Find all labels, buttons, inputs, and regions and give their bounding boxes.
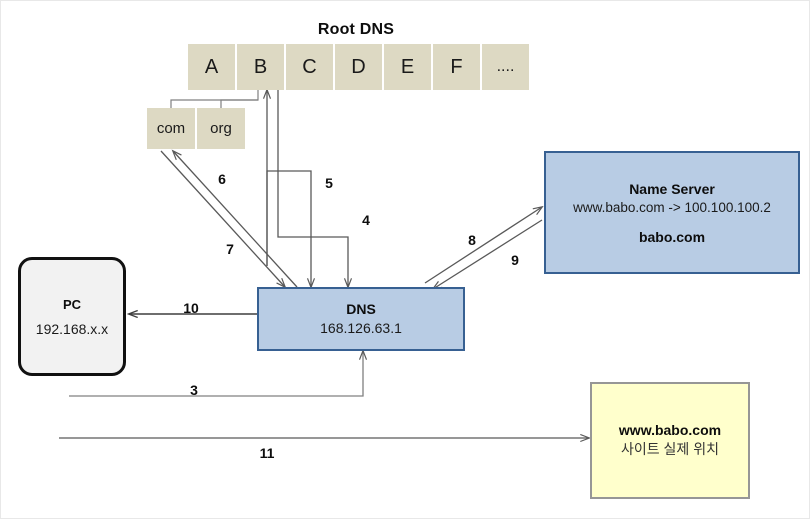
tld-cell-label: com [156, 120, 186, 137]
name-server-box[interactable]: Name Server www.babo.com -> 100.100.100.… [544, 151, 800, 274]
edge-label-4: 4 [362, 212, 370, 228]
edge-6 [173, 151, 298, 288]
edge-3 [69, 351, 363, 397]
edge-label-6: 6 [218, 171, 226, 187]
site-caption: 사이트 실제 위치 [621, 441, 719, 457]
dns-title: DNS [346, 301, 376, 318]
edge-5 [266, 170, 311, 287]
edge-label-9: 9 [511, 252, 519, 268]
root-cell-label: E [400, 55, 415, 78]
name-server-mapping: www.babo.com -> 100.100.100.2 [573, 199, 771, 215]
root-cell-label: A [204, 55, 219, 78]
pc-title: PC [62, 296, 82, 312]
edge-label-10: 10 [183, 300, 199, 316]
edge-8 [424, 207, 542, 284]
tld-cell-com[interactable]: com [147, 108, 195, 149]
site-domain: www.babo.com [618, 422, 722, 438]
name-server-title: Name Server [629, 180, 715, 197]
root-cell-label: .... [496, 58, 515, 75]
root-cell-b[interactable]: B [237, 44, 284, 90]
pc-ip: 192.168.x.x [35, 320, 109, 337]
dns-ip: 168.126.63.1 [320, 319, 402, 336]
root-cell-f[interactable]: F [433, 44, 480, 90]
edge-7 [160, 150, 285, 287]
edge-label-8: 8 [468, 232, 476, 248]
edge-label-11: 11 [259, 445, 275, 461]
edge-9 [433, 219, 543, 289]
edge-4 [277, 90, 348, 287]
dns-box[interactable]: DNS 168.126.63.1 [257, 287, 465, 351]
root-cell-c[interactable]: C [286, 44, 333, 90]
edge-label-5: 5 [325, 175, 333, 191]
root-dns-title: Root DNS [317, 21, 395, 38]
root-cell-e[interactable]: E [384, 44, 431, 90]
name-server-domain: babo.com [638, 228, 706, 245]
site-box[interactable]: www.babo.com 사이트 실제 위치 [590, 382, 750, 499]
root-cell-a[interactable]: A [188, 44, 235, 90]
root-cell-label: F [450, 55, 463, 78]
tld-cell-org[interactable]: org [197, 108, 245, 149]
edge-label-7: 7 [226, 241, 234, 257]
pc-box[interactable]: PC 192.168.x.x [18, 257, 126, 376]
tld-bracket [170, 90, 259, 108]
root-cell-label: B [253, 55, 268, 78]
root-cell-more[interactable]: .... [482, 44, 529, 90]
root-cell-label: D [351, 55, 366, 78]
tld-cell-label: org [210, 120, 232, 137]
edge-label-3: 3 [190, 382, 198, 398]
root-cell-label: C [302, 55, 317, 78]
root-cell-d[interactable]: D [335, 44, 382, 90]
